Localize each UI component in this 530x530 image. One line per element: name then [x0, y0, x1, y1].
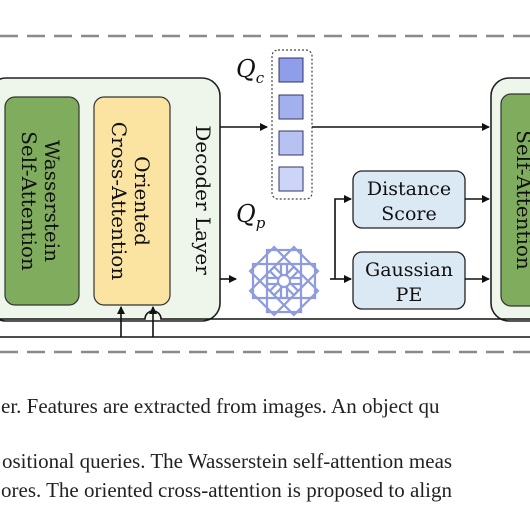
content-query-stack [271, 49, 313, 200]
wasserstein-label-line2: Self-Attention [17, 131, 41, 271]
self-attention-right-label: Self-Attention [512, 130, 530, 270]
content-query-cell [278, 57, 304, 83]
oriented-label-line2: Cross-Attention [107, 122, 131, 281]
svg-text:Qp: Qp [236, 200, 266, 232]
wasserstein-label-line1: Wasserstein [40, 140, 64, 262]
content-query-cell [278, 94, 304, 120]
decoder-layer-label: Decoder Layer [191, 125, 215, 275]
distance-score-label-line1: Distance [367, 178, 451, 200]
content-query-label: Qc [236, 55, 265, 87]
distance-score-label-line2: Score [381, 203, 436, 225]
positional-query-label: Qp [236, 200, 266, 232]
gaussian-pe-label-line1: Gaussian [365, 259, 453, 281]
oriented-cross-attention-block [93, 96, 171, 306]
content-query-cell [278, 130, 304, 156]
gaussian-pe-label-line2: PE [396, 284, 423, 306]
content-query-cell [278, 166, 304, 192]
svg-text:Qc: Qc [236, 55, 265, 87]
caption-line-1: er. Features are extracted from images. … [1, 394, 440, 418]
star-center [277, 274, 291, 288]
caption-line-2: ositional queries. The Wasserstein self-… [2, 449, 452, 473]
oriented-label-line1: Oriented [130, 156, 154, 246]
arrow-qp-to-distance-score [334, 195, 352, 279]
positional-query-star-icon [248, 245, 320, 317]
gaussian-pe-box [352, 251, 466, 310]
wasserstein-self-attention-block [4, 96, 80, 306]
caption-line-3: ores. The oriented cross-attention is pr… [1, 478, 453, 502]
self-attention-right-block [500, 93, 530, 307]
